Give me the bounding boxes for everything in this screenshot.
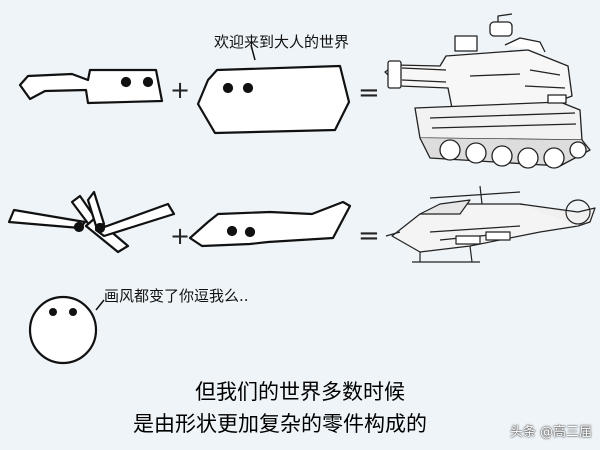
simple-hull-shape <box>196 64 351 135</box>
plus-sign: + <box>170 76 190 104</box>
simple-rotor-shape <box>7 190 176 254</box>
ball-character <box>28 295 98 365</box>
equals-sign: = <box>358 221 380 251</box>
speech-welcome: 欢迎来到大人的世界 <box>214 33 350 51</box>
watermark: 头条 @高三届 <box>509 425 592 440</box>
simple-fuselage-shape <box>188 200 352 248</box>
tank-illustration <box>384 13 591 169</box>
speech-pointer <box>250 44 256 61</box>
caption-line-2: 是由形状更加复杂的零件构成的 <box>133 412 427 436</box>
equals-sign: = <box>358 78 380 108</box>
speech-pointer <box>95 299 105 311</box>
simple-gun-shape <box>18 68 164 105</box>
plus-sign: + <box>170 222 190 250</box>
caption-line-1: 但我们的世界多数时候 <box>195 380 405 404</box>
speech-ball: 画风都变了你逗我么.. <box>104 287 249 305</box>
helicopter-illustration <box>385 185 596 263</box>
